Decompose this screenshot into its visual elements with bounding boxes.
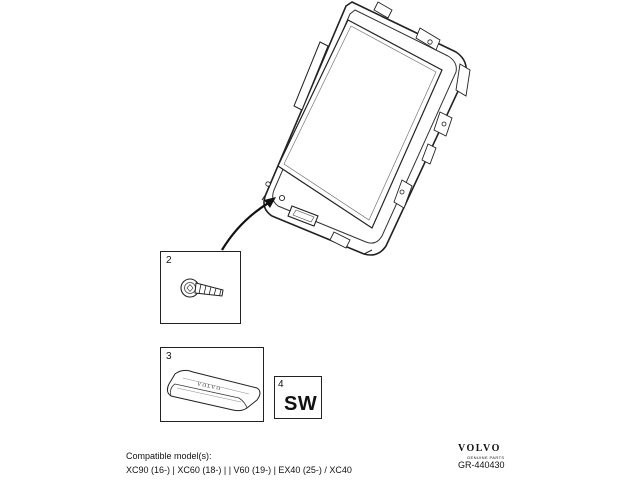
brand-logo: VOLVO <box>458 443 501 454</box>
callout-number-2: 2 <box>166 255 172 266</box>
reference-number: GR-440430 <box>458 460 505 470</box>
brand-tagline: GENUINE PARTS <box>467 455 505 460</box>
case-icon <box>166 369 261 412</box>
software-label: SW <box>284 393 318 415</box>
callout-box-software: 4 SW <box>274 376 322 419</box>
compatible-models-label: Compatible model(s): <box>126 451 212 461</box>
callout-box-screw: 2 <box>160 251 241 324</box>
compatible-models-list: XC90 (16-) | XC60 (18-) | | V60 (19-) | … <box>126 465 352 475</box>
callout-box-case: 3 VOLVO <box>160 347 264 422</box>
callout-number-3: 3 <box>166 351 172 362</box>
screw-icon <box>180 278 224 298</box>
callout-number-4: 4 <box>278 379 284 390</box>
